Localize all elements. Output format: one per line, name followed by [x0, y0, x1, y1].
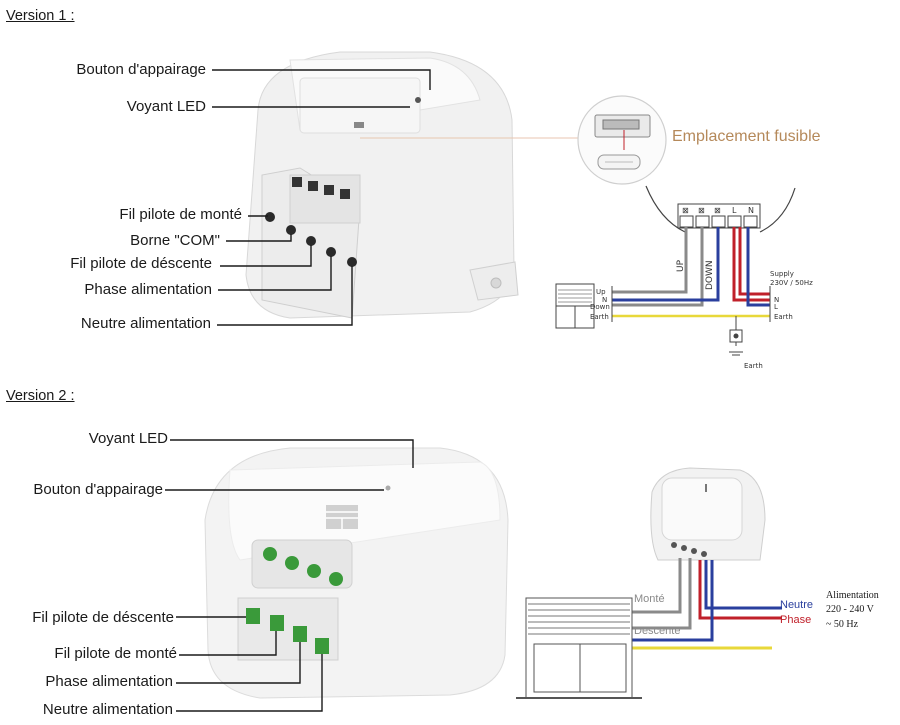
v2-label-phase: Phase alimentation [45, 673, 173, 690]
v1-label-pilot-down: Fil pilote de déscente [70, 255, 212, 272]
v1-terminal-n: N [748, 206, 754, 215]
v1-screw-com [286, 225, 296, 235]
v1-label-com: Borne "COM" [130, 232, 220, 249]
v2-terminal-neutral [315, 638, 329, 654]
version2-title: Version 2 : [6, 388, 75, 404]
v2-alim-freq: ~ 50 Hz [826, 619, 859, 630]
v1-screw-neutral [347, 257, 357, 267]
v2-descente-label: Descente [634, 625, 681, 637]
v1-screw-phase [326, 247, 336, 257]
v1-terminal-l: L [732, 206, 737, 215]
v2-alim-title: Alimentation [826, 590, 879, 601]
v1-supply-label: Supply [770, 270, 794, 278]
fuse-location-label: Emplacement fusible [672, 128, 821, 145]
v2-label-neutral: Neutre alimentation [42, 701, 173, 718]
v1-motor-n: N [602, 296, 608, 304]
v1-motor-earth: Earth [590, 313, 609, 321]
v2-label-pilot-down: Fil pilote de déscente [32, 609, 174, 626]
v2-label-led: Voyant LED [88, 430, 168, 447]
v1-label-phase: Phase alimentation [84, 281, 212, 298]
v1-screw-pilot-down [306, 236, 316, 246]
v1-screw-pilot-up [265, 212, 275, 222]
v2-terminal-pilot-down [246, 608, 260, 624]
v1-supply-l: L [774, 303, 778, 311]
v1-terminal-3: ⊠ [714, 206, 721, 215]
version1-title: Version 1 : [6, 8, 75, 24]
v2-neutre-label: Neutre [780, 599, 814, 611]
v1-label-pilot-up: Fil pilote de monté [119, 206, 242, 223]
v2-terminal-phase [293, 626, 307, 642]
v2-label-pairing-button: Bouton d'appairage [33, 481, 163, 498]
v2-alim-voltage: 220 - 240 V [826, 604, 874, 615]
v1-motor-up: Up [596, 288, 606, 296]
v1-label-led: Voyant LED [126, 98, 206, 115]
v2-terminal-pilot-up [270, 615, 284, 631]
v1-supply-n: N [774, 296, 780, 304]
v2-phase-label: Phase [780, 614, 812, 626]
v1-terminal-2: ⊠ [698, 206, 705, 215]
v1-label-pairing-button: Bouton d'appairage [76, 61, 206, 78]
v1-terminal-1: ⊠ [682, 206, 689, 215]
v2-monte-label: Monté [634, 593, 665, 605]
v1-supply-voltage: 230V / 50Hz [770, 279, 813, 287]
v2-label-pilot-up: Fil pilote de monté [54, 645, 177, 662]
v1-earth-symbol-label: Earth [744, 362, 763, 370]
v1-label-neutral: Neutre alimentation [80, 315, 211, 332]
v1-supply-earth: Earth [774, 313, 793, 321]
v1-motor-down: Down [590, 303, 610, 311]
